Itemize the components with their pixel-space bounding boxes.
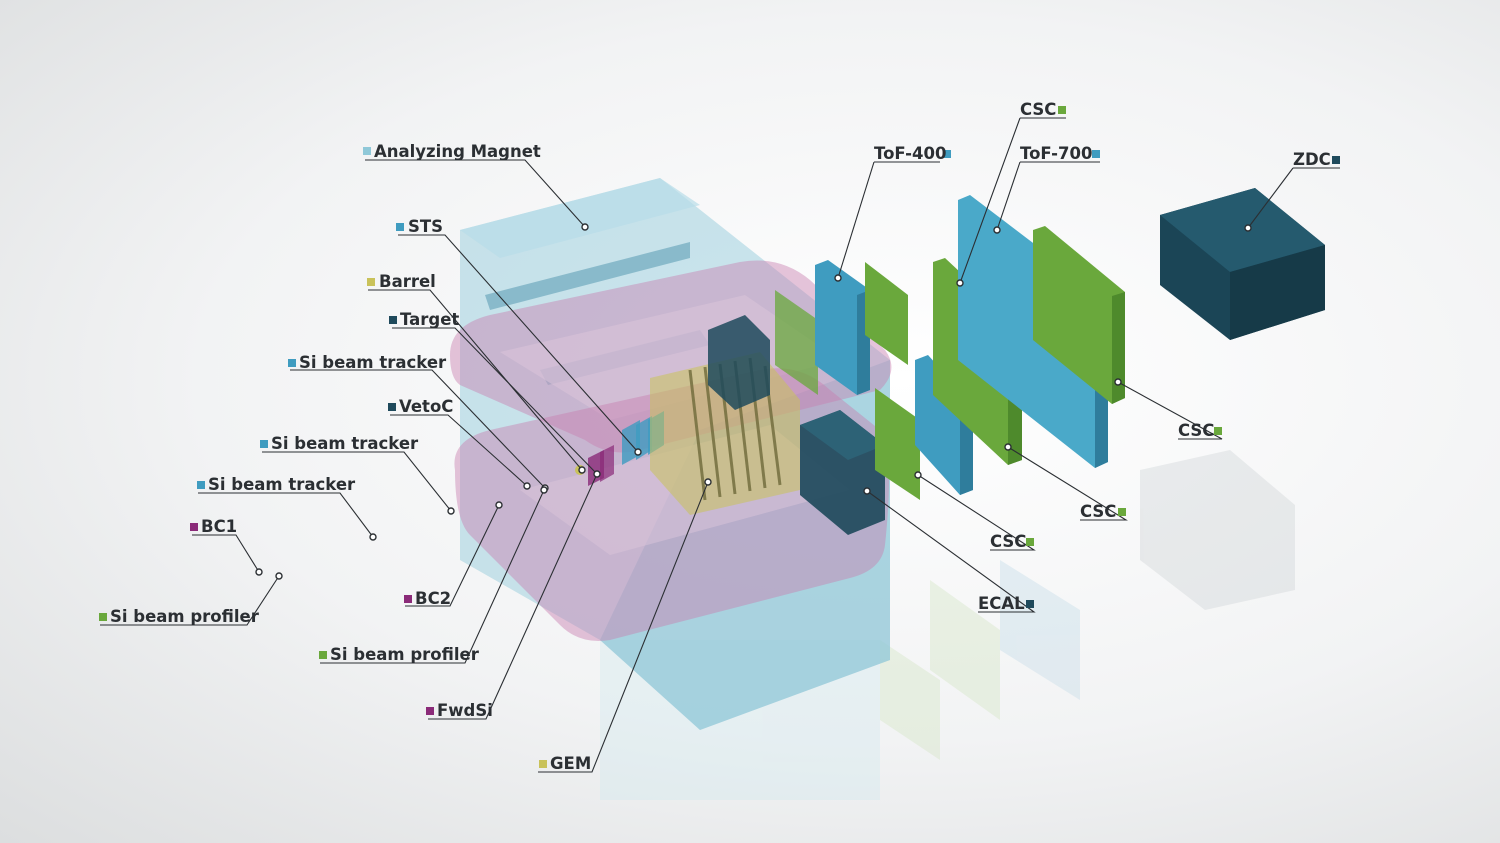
label-vetoc: VetoC bbox=[399, 397, 453, 416]
tof400-square-icon bbox=[943, 150, 951, 158]
tof700-square-icon bbox=[1092, 150, 1100, 158]
label-sts: STS bbox=[408, 217, 443, 236]
label-gem: GEM bbox=[550, 754, 591, 773]
label-si-beam-tracker: Si beam tracker bbox=[299, 353, 447, 372]
label-analyzing-magnet: Analyzing Magnet bbox=[374, 142, 541, 161]
label-icons bbox=[99, 106, 1340, 768]
magnet-square-icon bbox=[363, 147, 371, 155]
outer-detectors bbox=[815, 188, 1325, 500]
label-bc2: BC2 bbox=[415, 589, 451, 608]
sts-square-icon bbox=[396, 223, 404, 231]
vetoc-square-icon bbox=[388, 403, 396, 411]
ecal-square-icon bbox=[1026, 600, 1034, 608]
inner-detectors bbox=[575, 290, 885, 535]
csc-square-icon bbox=[1026, 538, 1034, 546]
csc-square-icon bbox=[1214, 427, 1222, 435]
label-csc: CSC bbox=[1178, 421, 1214, 440]
label-ecal: ECAL bbox=[978, 594, 1025, 613]
csc-square-icon bbox=[1058, 106, 1066, 114]
bc1-square-icon bbox=[190, 523, 198, 531]
label-tof400: ToF-400 bbox=[874, 144, 946, 163]
label-si-beam-profiler: Si beam profiler bbox=[330, 645, 480, 664]
label-si-beam-tracker: Si beam tracker bbox=[271, 434, 419, 453]
label-si-beam-tracker: Si beam tracker bbox=[208, 475, 356, 494]
gem-square-icon bbox=[539, 760, 547, 768]
label-csc: CSC bbox=[1080, 502, 1116, 521]
leader-lines bbox=[100, 117, 1340, 773]
label-tof700: ToF-700 bbox=[1020, 144, 1092, 163]
label-fwdsi: FwdSi bbox=[437, 701, 493, 720]
si-profiler-square-icon bbox=[319, 651, 327, 659]
si-profiler-square-icon bbox=[99, 613, 107, 621]
si-tracker-square-icon bbox=[197, 481, 205, 489]
si-tracker-square-icon bbox=[260, 440, 268, 448]
fwdsi-square-icon bbox=[426, 707, 434, 715]
si-tracker-square-icon bbox=[288, 359, 296, 367]
label-bc1: BC1 bbox=[201, 517, 237, 536]
label-si-beam-profiler: Si beam profiler bbox=[110, 607, 260, 626]
label-target: Target bbox=[400, 310, 459, 329]
label-zdc: ZDC bbox=[1293, 150, 1331, 169]
bc2-square-icon bbox=[404, 595, 412, 603]
csc-square-icon bbox=[1118, 508, 1126, 516]
labels: Analyzing Magnet STS Barrel Target Si be… bbox=[110, 100, 1331, 773]
zdc-square-icon bbox=[1332, 156, 1340, 164]
barrel-square-icon bbox=[367, 278, 375, 286]
leader-dots bbox=[255, 223, 1252, 580]
label-csc: CSC bbox=[990, 532, 1026, 551]
label-barrel: Barrel bbox=[379, 272, 436, 291]
target-square-icon bbox=[389, 316, 397, 324]
label-csc: CSC bbox=[1020, 100, 1056, 119]
